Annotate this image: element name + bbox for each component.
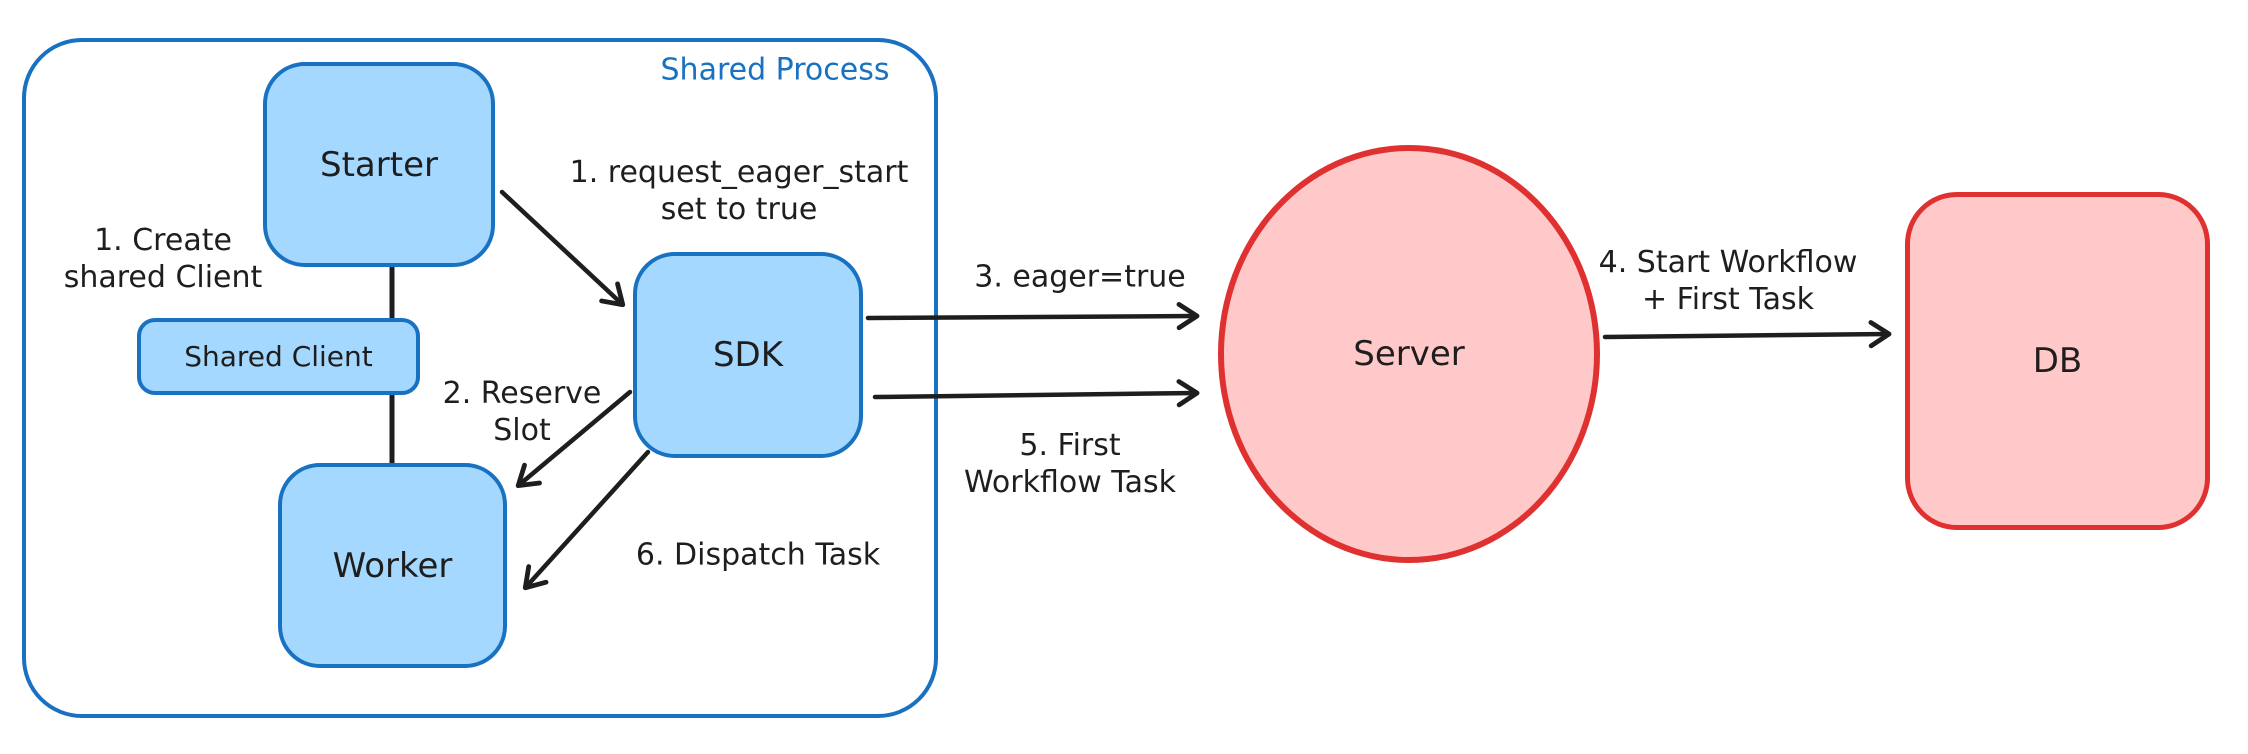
annotation-eager-true: 3. eager=true: [974, 259, 1186, 296]
node-sdk-label: SDK: [712, 335, 784, 375]
node-sdk: SDK: [633, 252, 863, 458]
node-worker-label: Worker: [332, 545, 453, 586]
annotation-start-workflow: 4. Start Workflow + First Task: [1599, 244, 1858, 318]
node-server: Server: [1218, 145, 1600, 563]
annotation-line: 3. eager=true: [974, 259, 1186, 295]
node-db: DB: [1905, 192, 2210, 530]
annotation-line: shared Client: [63, 260, 263, 295]
arrow-server-to-db: [1602, 320, 1892, 349]
annotation-line: 6. Dispatch Task: [635, 537, 881, 573]
annotation-create-shared-client: 1. Create shared Client: [64, 222, 263, 296]
annotation-line: set to true: [660, 192, 818, 227]
annotation-line: Workflow Task: [963, 465, 1177, 500]
shared-process-container: [22, 38, 938, 718]
annotation-line: + First Task: [1641, 282, 1815, 317]
annotation-line: 1. request_eager_start: [569, 155, 909, 190]
annotation-request-eager-start: 1. request_eager_start set to true: [570, 154, 909, 228]
annotation-first-workflow-task: 5. First Workflow Task: [964, 427, 1176, 501]
annotation-line: 4. Start Workflow: [1598, 245, 1858, 280]
node-db-label: DB: [2032, 341, 2083, 381]
node-server-label: Server: [1353, 334, 1465, 374]
node-shared-client: Shared Client: [137, 318, 420, 395]
annotation-line: 2. Reserve: [442, 376, 602, 411]
node-starter: Starter: [263, 62, 495, 267]
annotation-dispatch-task: 6. Dispatch Task: [636, 537, 880, 574]
node-starter-label: Starter: [320, 144, 438, 185]
shared-process-title: Shared Process: [660, 52, 890, 88]
annotation-reserve-slot: 2. Reserve Slot: [443, 375, 602, 449]
node-shared-client-label: Shared Client: [184, 340, 373, 373]
annotation-line: 1. Create: [94, 223, 232, 258]
annotation-line: 5. First: [1019, 428, 1121, 463]
node-worker: Worker: [278, 463, 507, 668]
annotation-line: Slot: [493, 413, 551, 448]
